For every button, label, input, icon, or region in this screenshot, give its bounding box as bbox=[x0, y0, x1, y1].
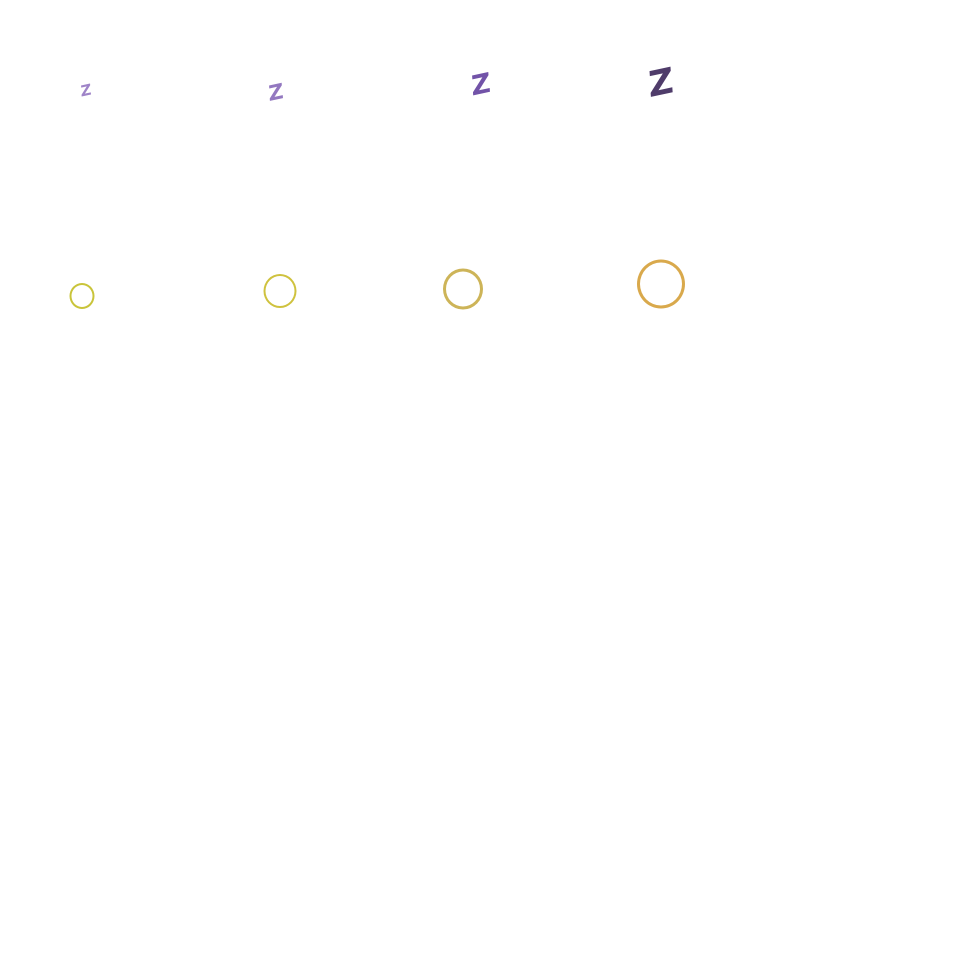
sleep-z-icon: Z bbox=[80, 80, 92, 101]
sleep-z-icon: Z bbox=[647, 60, 675, 107]
ring-icon bbox=[263, 274, 297, 308]
sleep-z-icon: Z bbox=[470, 67, 492, 103]
ring-icon bbox=[443, 268, 483, 310]
ring-icon bbox=[69, 283, 95, 309]
ring-icon bbox=[637, 259, 685, 309]
sleep-z-icon: Z bbox=[267, 78, 285, 107]
